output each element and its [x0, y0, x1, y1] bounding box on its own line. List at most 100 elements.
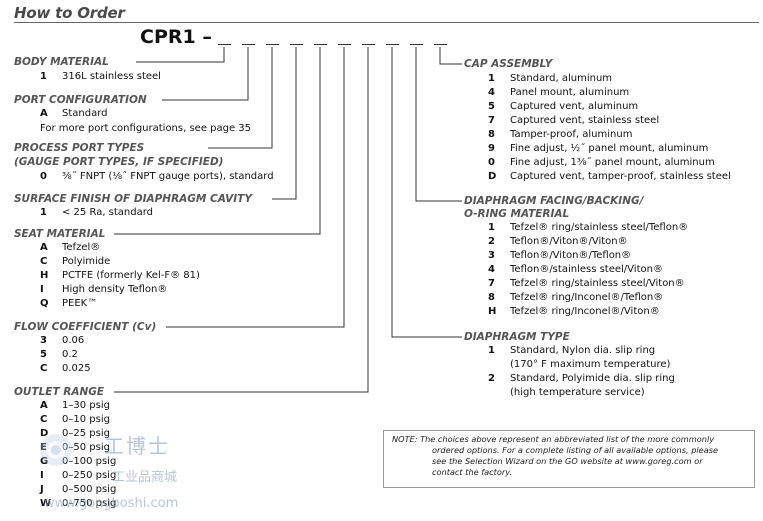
option-text: 0.2 [62, 349, 78, 360]
option-text: 0.06 [62, 335, 85, 346]
option-code: 8 [488, 292, 495, 303]
watermark-url: www.gongboshi.com [44, 496, 179, 511]
cap-option: 4 Panel mount, aluminum [488, 86, 629, 101]
outlet-option: E0–50 psig [40, 441, 110, 456]
option-text: 0–10 psig [62, 414, 110, 425]
title-rule [14, 22, 759, 23]
option-code: D [488, 171, 497, 182]
option-code: H [40, 270, 49, 281]
facing-option: 7 Tefzel® ring/stainless steel/Viton® [488, 277, 685, 292]
option-code: A [40, 108, 48, 119]
option-code: C [40, 414, 48, 425]
code-slot-5 [314, 44, 327, 45]
option-code: 4 [488, 264, 495, 275]
option-text: Tefzel® [62, 242, 101, 253]
option-text: 0–250 psig [62, 470, 117, 481]
option-text: 316L stainless steel [62, 71, 161, 82]
option-code: J [40, 484, 44, 495]
option-text: Teflon®/stainless steel/Viton® [510, 264, 663, 275]
option-text: ⅜˝ FNPT (⅛˝ FNPT gauge ports), standard [62, 171, 274, 182]
option-text: 0–50 psig [62, 442, 110, 453]
option-text: High density Teflon® [62, 284, 168, 295]
option-text: Fine adjust, ½˝ panel mount, aluminum [510, 143, 709, 154]
option-text: 0–100 psig [62, 456, 117, 467]
code-slot-3 [266, 44, 279, 45]
diaphragm-facing-heading: DIAPHRAGM FACING/BACKING/ [464, 195, 644, 207]
cap-option: 5 Captured vent, aluminum [488, 100, 638, 115]
option-code: W [40, 498, 52, 509]
option-text: Standard, Polyimide dia. slip ring [510, 373, 675, 384]
watermark-logo [40, 434, 72, 466]
option-code: H [488, 306, 497, 317]
option-code: E [40, 441, 62, 456]
option-code: 2 [488, 236, 495, 247]
outlet-option: C 0–10 psig [40, 413, 110, 428]
surface-option: 1 < 25 Ra, standard [40, 206, 153, 221]
body-material-heading: BODY MATERIAL [14, 56, 109, 68]
facing-option: H Tefzel® ring/Inconel®/Viton® [488, 305, 660, 320]
option-text: Tefzel® ring/Inconel®/Viton® [510, 306, 660, 317]
option-code: 0 [40, 171, 47, 182]
option-code: 5 [488, 101, 495, 112]
option-code: I [40, 470, 44, 481]
outlet-option: G 0–100 psig [40, 455, 116, 470]
watermark-text-2: 工业品商城 [112, 470, 178, 485]
option-text: < 25 Ra, standard [62, 207, 154, 218]
option-code: C [40, 363, 48, 374]
option-code: 1 [488, 345, 495, 356]
flow-coefficient-heading: FLOW COEFFICIENT (Cv) [14, 321, 157, 333]
option-text: 0–25 psig [62, 428, 110, 439]
option-text: Captured vent, aluminum [510, 101, 639, 112]
option-text: Panel mount, aluminum [510, 87, 630, 98]
option-code: 7 [488, 278, 495, 289]
option-code: 2 [488, 373, 495, 384]
code-slot-7 [362, 44, 375, 45]
note-text: NOTE: The choices above represent an abb… [392, 434, 748, 478]
option-text: Standard, Nylon dia. slip ring [510, 345, 656, 356]
option-code: C [40, 256, 48, 267]
option-text: Captured vent, stainless steel [510, 115, 660, 126]
facing-option: 4 Teflon®/stainless steel/Viton® [488, 263, 663, 278]
option-code: 9 [488, 143, 495, 154]
cap-assembly-heading: CAP ASSEMBLY [464, 58, 553, 70]
note-line: see the Selection Wizard on the GO websi… [432, 456, 703, 466]
option-text: Teflon®/Viton®/Teflon® [510, 250, 632, 261]
code-slot-9 [410, 44, 423, 45]
option-text: Polyimide [62, 256, 111, 267]
option-text: 0–500 psig [62, 484, 117, 495]
port-configuration-heading: PORT CONFIGURATION [14, 94, 147, 106]
option-code: 5 [40, 349, 47, 360]
diaphragm-type-option: 1 Standard, Nylon dia. slip ring [488, 344, 655, 359]
option-code: Q [40, 298, 49, 309]
option-text: 1–30 psig [62, 400, 110, 411]
model-code: CPR1 – [140, 26, 212, 48]
seat-material-heading: SEAT MATERIAL [14, 228, 106, 240]
code-slot-1 [218, 44, 231, 45]
option-code: 1 [40, 207, 47, 218]
option-code: 3 [40, 335, 47, 346]
option-code: G [40, 456, 49, 467]
outlet-option: J 0–500 psig [40, 483, 116, 498]
option-code: 4 [488, 87, 495, 98]
option-text: Tefzel® ring/stainless steel/Viton® [510, 278, 685, 289]
process-option: 0 ⅜˝ FNPT (⅛˝ FNPT gauge ports), standard [40, 170, 274, 185]
note-line: contact the factory. [432, 467, 513, 477]
option-code: 0 [488, 157, 495, 168]
option-text: Tefzel® ring/Inconel®/Teflon® [510, 292, 664, 303]
